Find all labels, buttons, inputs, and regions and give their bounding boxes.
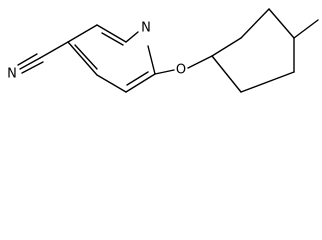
bond-cy-6 bbox=[211, 55, 242, 93]
double-bond-inner-3 bbox=[74, 44, 98, 70]
bond-c2-c3 bbox=[125, 73, 156, 93]
bond-ring-to-nitrile-carbon bbox=[39, 41, 69, 59]
chemical-structure-diagram: N N O bbox=[7, 8, 319, 93]
triple-bond-2 bbox=[17, 53, 38, 66]
triple-bond-1 bbox=[19, 57, 41, 70]
bond-cy-2 bbox=[240, 8, 270, 39]
bond-c4prime-c3 bbox=[67, 41, 98, 76]
bond-c3-c4prime bbox=[96, 74, 127, 93]
bond-c4-c5 bbox=[96, 24, 127, 43]
double-bond-inner-2 bbox=[126, 71, 149, 86]
pyridine-ring bbox=[67, 24, 156, 93]
ether-linkage bbox=[154, 55, 213, 75]
cyclohexane-ring bbox=[211, 8, 295, 93]
double-bond-inner-1 bbox=[101, 32, 124, 46]
bond-c3-c4 bbox=[67, 24, 98, 43]
bond-cy-1 bbox=[211, 37, 242, 57]
bond-oxygen-to-cyclohexyl bbox=[187, 55, 213, 69]
methyl-bond bbox=[293, 19, 319, 39]
pyridine-nitrogen-label: N bbox=[141, 21, 151, 36]
bond-n1-c2 bbox=[147, 45, 156, 75]
triple-bond-3 bbox=[21, 61, 44, 74]
bond-cy-5 bbox=[240, 71, 295, 93]
nitrile-group bbox=[17, 41, 69, 74]
bond-cy-3 bbox=[268, 8, 295, 39]
bond-ring-to-oxygen bbox=[154, 69, 175, 75]
ether-oxygen-label: O bbox=[176, 63, 186, 78]
nitrile-nitrogen-label: N bbox=[7, 67, 17, 82]
bond-c5-n1 bbox=[125, 31, 139, 43]
